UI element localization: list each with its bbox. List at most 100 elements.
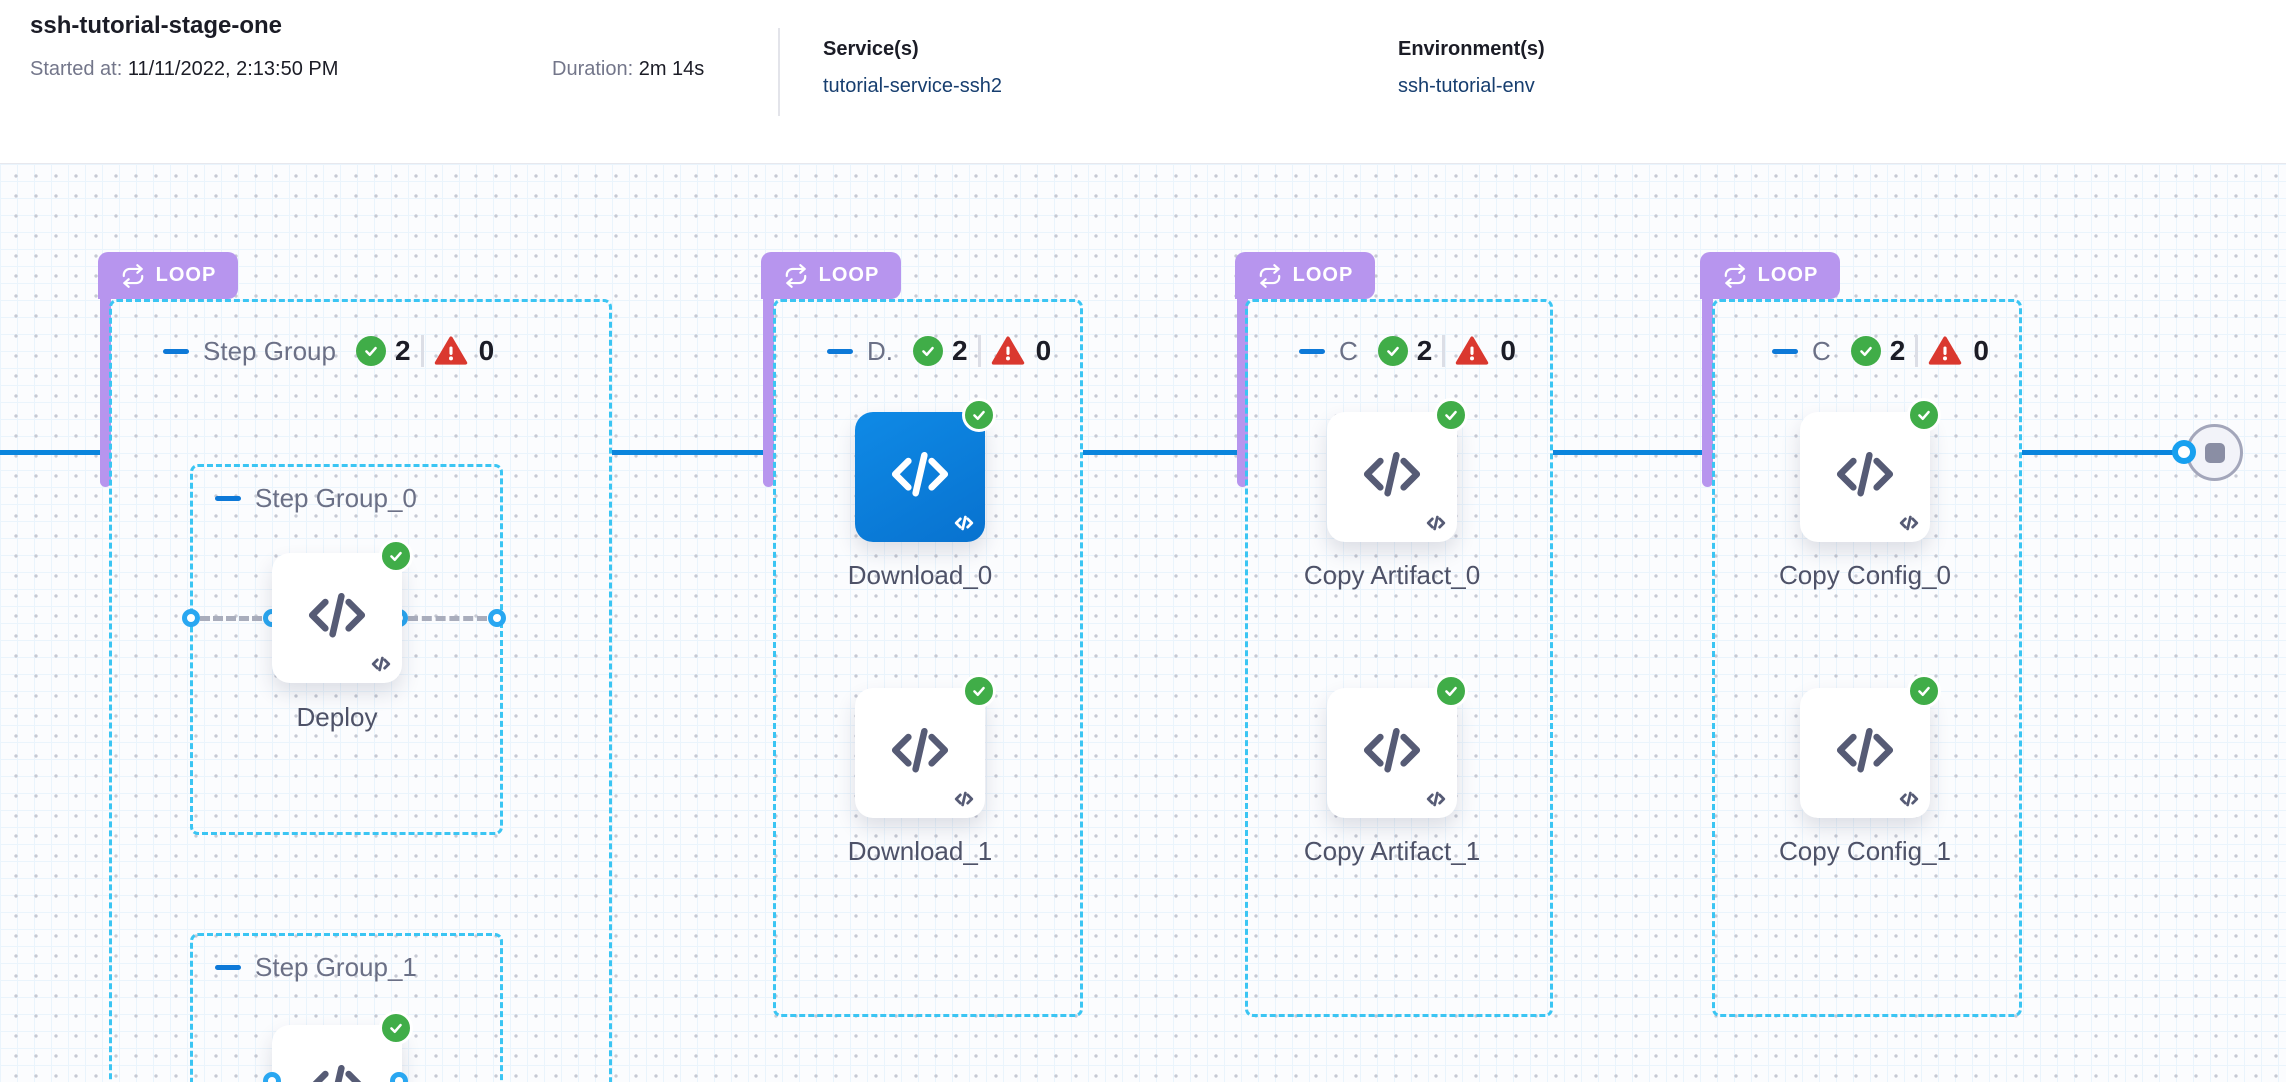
loop-strip [1237, 284, 1248, 487]
loop-icon [1724, 263, 1745, 288]
step-node-label: Copy Artifact_1 [1303, 836, 1481, 866]
stop-icon [2204, 442, 2225, 463]
loop-badge: LOOP [761, 252, 901, 299]
stage-title: ssh-tutorial-stage-one [30, 12, 283, 39]
success-count: 2 [1889, 335, 1906, 366]
port-connector [408, 616, 487, 621]
success-icon [355, 336, 386, 366]
code-icon [308, 592, 366, 638]
pipeline-connector [2022, 450, 2180, 455]
step-node-label: Copy Config_0 [1779, 560, 1951, 590]
step-group-header: C 2 0 [1772, 334, 1989, 368]
failure-count: 0 [1035, 335, 1052, 366]
header-divider [778, 28, 780, 116]
services-section: Service(s) tutorial-service-ssh2 [823, 38, 1002, 98]
success-icon [1850, 336, 1881, 366]
loop-strip [100, 284, 111, 487]
step-group-header: C 2 0 [1299, 334, 1516, 368]
pipeline-canvas[interactable]: LOOP Step Group 2 0 Step Group_0 [0, 164, 2286, 1082]
loop-badge-label: LOOP [1292, 264, 1354, 286]
success-icon [1907, 674, 1941, 708]
step-node[interactable] [1327, 412, 1457, 542]
failure-count: 0 [1500, 335, 1516, 366]
duration-value: 2m 14s [638, 58, 705, 80]
connector-port [2172, 440, 2196, 464]
step-node[interactable] [1800, 688, 1930, 818]
success-icon [1377, 336, 1408, 366]
code-icon-small [1426, 515, 1446, 531]
code-icon-small [371, 656, 391, 672]
loop-badge: LOOP [98, 252, 238, 299]
code-icon [1363, 727, 1421, 773]
code-icon [891, 727, 949, 773]
loop-icon [1259, 263, 1280, 288]
inner-step-group-box[interactable] [190, 933, 503, 1082]
step-node[interactable] [1327, 688, 1457, 818]
step-group-header: Step Group 2 0 [163, 334, 494, 368]
success-icon [962, 674, 996, 708]
step-node-deploy[interactable] [272, 553, 402, 683]
step-group-title: D. [867, 335, 893, 366]
code-icon-small [1899, 791, 1919, 807]
step-node-selected[interactable] [855, 412, 985, 542]
step-group-box[interactable] [773, 299, 1083, 1017]
step-group-box[interactable] [1712, 299, 2022, 1017]
loop-strip [1702, 284, 1713, 487]
inner-step-group-header: Step Group_1 [215, 952, 437, 983]
collapse-icon[interactable] [827, 348, 853, 354]
collapse-icon[interactable] [215, 965, 241, 970]
success-icon [1907, 398, 1941, 432]
started-at-value: 11/11/2022, 2:13:50 PM [127, 58, 339, 80]
pipeline-connector [1083, 450, 1239, 455]
services-label: Service(s) [823, 38, 919, 60]
collapse-icon[interactable] [163, 348, 189, 354]
step-group-box[interactable] [1245, 299, 1553, 1017]
environment-link[interactable]: ssh-tutorial-env [1398, 75, 1535, 97]
step-group-box[interactable] [109, 299, 612, 1082]
loop-badge-label: LOOP [155, 264, 217, 286]
started-at-label: Started at: [30, 58, 123, 80]
collapse-icon[interactable] [1299, 348, 1325, 354]
step-node[interactable] [1800, 412, 1930, 542]
collapse-icon[interactable] [215, 496, 241, 501]
environments-section: Environment(s) ssh-tutorial-env [1398, 38, 1545, 98]
step-group-title: C [1339, 335, 1358, 366]
success-icon [1434, 398, 1468, 432]
step-group-header: D. 2 0 [827, 334, 1051, 368]
started-at: Started at: 11/11/2022, 2:13:50 PM [30, 58, 338, 81]
loop-badge-label: LOOP [1757, 264, 1819, 286]
code-icon-small [954, 791, 974, 807]
connector-port [182, 609, 200, 627]
success-icon [379, 539, 413, 573]
step-node-label: Download_1 [847, 836, 993, 866]
inner-step-group-box[interactable] [190, 464, 503, 835]
inner-step-group-header: Step Group_0 [215, 483, 437, 514]
code-icon [312, 1064, 362, 1082]
step-node-label: Download_0 [847, 560, 993, 590]
success-icon [379, 1011, 413, 1045]
execution-header: ssh-tutorial-stage-one Started at: 11/11… [0, 0, 2286, 164]
step-node[interactable] [855, 688, 985, 818]
collapse-icon[interactable] [1772, 348, 1798, 354]
code-icon-small [954, 515, 974, 531]
count-divider [1915, 335, 1919, 367]
service-link[interactable]: tutorial-service-ssh2 [823, 75, 1002, 97]
step-node-label: Copy Artifact_0 [1303, 560, 1481, 590]
inner-step-group-title: Step Group_0 [255, 483, 417, 513]
step-group-title: Step Group [203, 335, 336, 366]
inner-step-group-title: Step Group_1 [255, 952, 417, 982]
loop-badge-label: LOOP [818, 264, 880, 286]
environments-label: Environment(s) [1398, 38, 1545, 60]
success-count: 2 [1416, 335, 1433, 366]
failure-count: 0 [1973, 335, 1989, 366]
loop-strip [763, 284, 774, 487]
loop-icon [122, 263, 143, 288]
connector-port [488, 609, 506, 627]
code-icon [1836, 451, 1894, 497]
loop-badge: LOOP [1235, 252, 1375, 299]
loop-badge: LOOP [1700, 252, 1840, 299]
duration-label: Duration: [552, 58, 634, 80]
failure-icon [1928, 334, 1964, 368]
failure-icon [1455, 334, 1491, 368]
